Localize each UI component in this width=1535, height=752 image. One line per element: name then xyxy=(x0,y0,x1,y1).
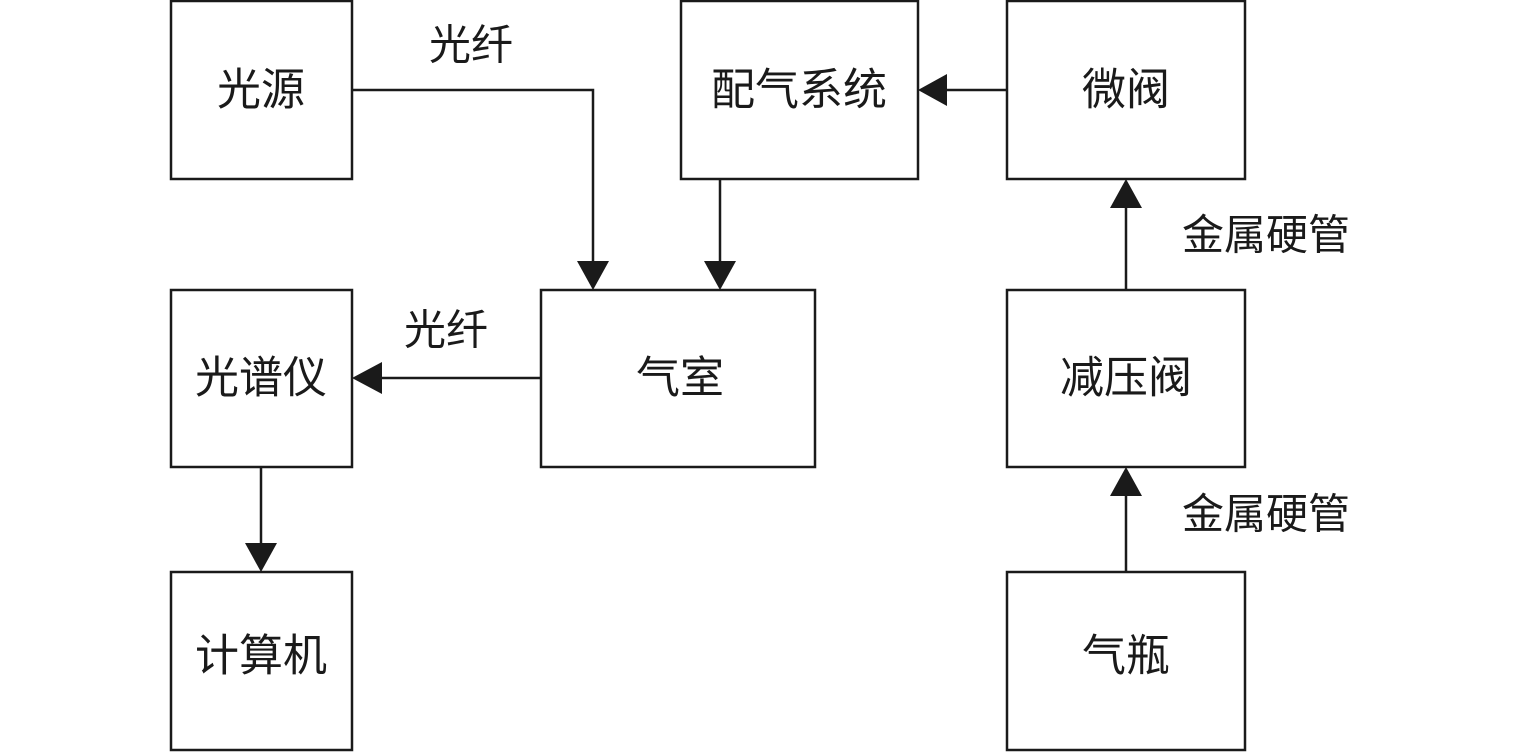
edge-gas-mixing-to-gas-cell xyxy=(704,179,736,290)
node-micro-valve: 微阀 xyxy=(1005,0,1247,181)
edge-label-metal-pipe-lower: 金属硬管 xyxy=(1182,490,1350,539)
edge-spectrometer-to-computer xyxy=(245,467,277,572)
edge-label-fiber-out: 光纤 xyxy=(404,306,488,355)
arrowhead xyxy=(918,74,947,106)
node-label: 减压阀 xyxy=(1060,353,1192,404)
node-label: 配气系统 xyxy=(711,65,887,116)
node-label: 气瓶 xyxy=(1082,631,1170,682)
arrowhead xyxy=(352,362,382,394)
edge-light-source-to-gas-cell xyxy=(352,88,609,290)
edge-label-metal-pipe-upper: 金属硬管 xyxy=(1182,211,1350,260)
node-light-source: 光源 xyxy=(169,0,354,181)
edge-gas-cell-to-spectrometer xyxy=(352,362,541,394)
node-computer: 计算机 xyxy=(169,570,354,752)
node-label: 光谱仪 xyxy=(195,353,327,404)
node-spectrometer: 光谱仪 xyxy=(169,288,354,469)
arrowhead xyxy=(1110,179,1142,208)
node-pressure-reducing-valve: 减压阀 xyxy=(1005,288,1247,469)
node-label: 微阀 xyxy=(1082,65,1170,116)
arrowhead xyxy=(245,543,277,572)
edge-gas-cylinder-to-pressure-valve xyxy=(1110,467,1142,572)
arrowhead xyxy=(577,261,609,290)
arrowhead xyxy=(704,261,736,290)
edge-pressure-valve-to-micro-valve xyxy=(1110,179,1142,290)
arrowhead xyxy=(1110,467,1142,496)
edge-label-fiber-in: 光纤 xyxy=(429,21,513,70)
node-label: 气室 xyxy=(636,353,724,404)
edge-micro-valve-to-gas-mixing xyxy=(918,74,1007,106)
node-label: 光源 xyxy=(217,65,305,116)
node-gas-mixing-system: 配气系统 xyxy=(679,0,920,181)
node-gas-cell: 气室 xyxy=(539,288,817,469)
node-gas-cylinder: 气瓶 xyxy=(1005,570,1247,752)
node-label: 计算机 xyxy=(195,631,327,682)
